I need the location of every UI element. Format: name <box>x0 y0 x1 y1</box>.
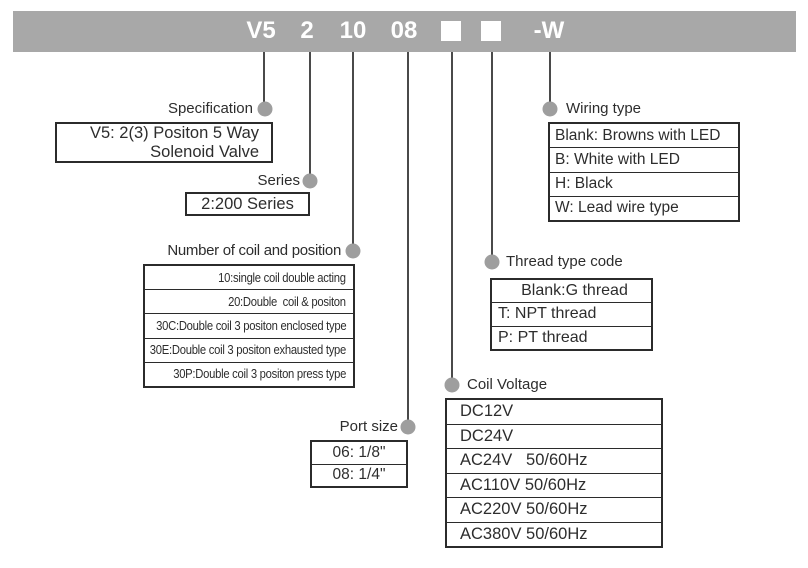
coil-voltage-row: AC220V 50/60Hz <box>447 497 661 522</box>
coil-position-row-text: 30C:Double coil 3 positon enclosed type <box>155 319 347 333</box>
code-segment-wiring: -W <box>533 17 565 44</box>
coil-position-row-text: 30P:Double coil 3 positon press type <box>173 367 346 382</box>
connector-dot-wiring-type <box>542 101 558 117</box>
coil-position-row: 30E:Double coil 3 positon exhausted type <box>145 337 353 362</box>
specification-line: Solenoid Valve <box>150 143 259 161</box>
coil-position-row: 30C:Double coil 3 positon enclosed type <box>145 313 353 337</box>
series-label: Series <box>257 172 300 189</box>
connector-line-port-size <box>407 52 409 422</box>
coil-voltage-row: AC110V 50/60Hz <box>447 472 661 498</box>
port-size-table: 06: 1/8" 08: 1/4" <box>310 440 408 488</box>
coil-position-label: Number of coil and position <box>167 242 341 259</box>
specification-box: V5: 2(3) Positon 5 Way Solenoid Valve <box>55 122 273 163</box>
connector-line-wiring-type <box>549 52 551 104</box>
series-box: 2:200 Series <box>185 192 310 216</box>
code-segment-series: 2 <box>300 17 314 44</box>
series-row: 2:200 Series <box>201 194 294 213</box>
coil-position-row-text: 30E:Double coil 3 positon exhausted type <box>149 343 346 358</box>
connector-line-coil-voltage <box>451 52 453 379</box>
coil-position-row: 30P:Double coil 3 positon press type <box>145 361 353 386</box>
specification-line: V5: 2(3) Positon 5 Way <box>89 124 259 142</box>
port-size-row: 08: 1/4" <box>312 463 406 487</box>
connector-dot-series <box>302 173 318 189</box>
coil-voltage-table: DC12V DC24V AC24V 50/60Hz AC110V 50/60Hz… <box>445 398 663 548</box>
coil-voltage-row: AC24V 50/60Hz <box>447 448 661 473</box>
wiring-type-row: B: White with LED <box>550 147 738 171</box>
model-code-bar <box>13 11 796 52</box>
coil-voltage-row: DC24V <box>447 423 661 449</box>
code-segment-voltage-blank-box <box>441 21 461 41</box>
coil-position-row-text: 20:Double coil & positon <box>228 294 346 309</box>
coil-voltage-row: AC380V 50/60Hz <box>447 521 661 547</box>
wiring-type-table: Blank: Browns with LED B: White with LED… <box>548 122 740 222</box>
wiring-type-row: W: Lead wire type <box>550 195 738 220</box>
connector-line-thread-type <box>491 52 493 257</box>
coil-position-row: 10:single coil double acting <box>145 266 353 289</box>
connector-dot-port-size <box>400 419 416 435</box>
connector-dot-coil-position <box>345 243 361 259</box>
coil-voltage-row: DC12V <box>460 402 514 421</box>
code-segment-coil-position: 10 <box>339 17 367 44</box>
coil-voltage-label: Coil Voltage <box>467 376 548 393</box>
connector-line-coil-position <box>352 52 354 246</box>
connector-line-specification <box>263 52 265 104</box>
thread-type-label: Thread type code <box>506 253 623 270</box>
specification-label: Specification <box>167 100 253 117</box>
coil-position-row: 20:Double coil & positon <box>145 289 353 313</box>
connector-dot-specification <box>257 101 273 117</box>
thread-type-row: T: NPT thread <box>492 302 651 325</box>
wiring-type-row: Blank: Browns with LED <box>555 126 721 144</box>
wiring-type-row: H: Black <box>550 171 738 196</box>
code-segment-port-size: 08 <box>390 17 418 44</box>
coil-position-row-text: 10:single coil double acting <box>218 270 346 285</box>
thread-type-table: Blank:G thread T: NPT thread P: PT threa… <box>490 278 653 351</box>
connector-line-series <box>309 52 311 176</box>
code-segment-thread-blank-box <box>481 21 501 41</box>
thread-type-row: Blank:G thread <box>521 282 628 300</box>
wiring-type-label: Wiring type <box>566 100 642 117</box>
port-size-row: 06: 1/8" <box>332 443 386 461</box>
port-size-label: Port size <box>339 418 398 435</box>
coil-position-table: 10:single coil double acting 20:Double c… <box>143 264 355 388</box>
connector-dot-thread-type <box>484 254 500 270</box>
code-segment-specification: V5 <box>246 17 276 44</box>
thread-type-row: P: PT thread <box>492 325 651 349</box>
connector-dot-coil-voltage <box>444 377 460 393</box>
